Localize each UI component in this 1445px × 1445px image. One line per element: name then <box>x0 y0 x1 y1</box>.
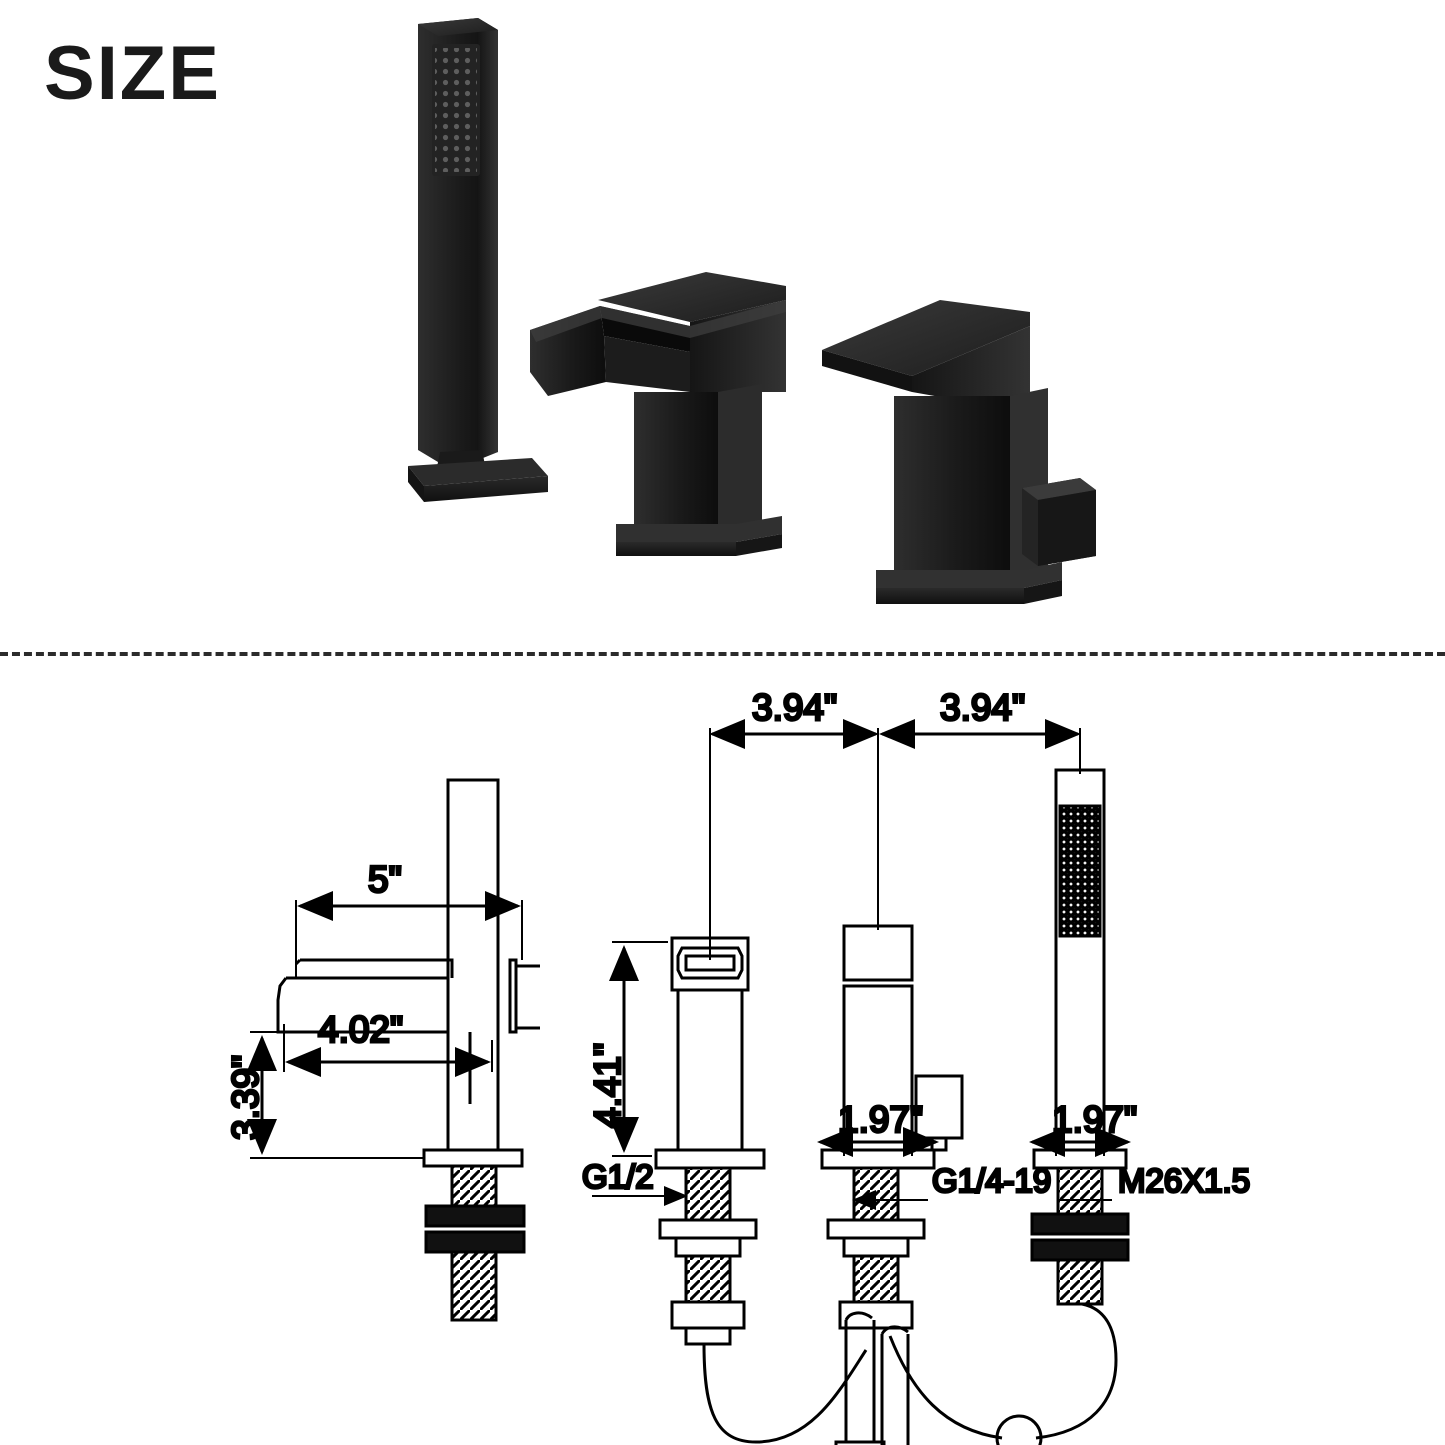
dimension-sprayer-width: 1.97" <box>1029 1098 1139 1157</box>
thread-callout-valve-outlet: G1/4-19 <box>852 1161 1053 1210</box>
technical-drawing-panel: 5" 4.02" 3.39" <box>0 660 1445 1445</box>
thread-callout-sprayer-mount: M26X1.5 <box>1058 1161 1252 1201</box>
dimension-spout-height: 3.39" <box>224 1031 424 1159</box>
dimension-label-spout-height: 3.39" <box>225 1055 266 1140</box>
dimension-spout-reach: 4.02" <box>283 1008 493 1077</box>
dimension-label-sprayer-width: 1.97" <box>1052 1099 1137 1140</box>
dimension-spout-width: 5" <box>295 858 523 978</box>
dimension-spread-left: 3.94" <box>709 686 879 960</box>
dimension-label-valve-width: 1.97" <box>838 1099 923 1140</box>
section-divider <box>0 652 1445 656</box>
photo-handheld-sprayer <box>408 18 548 502</box>
dimension-spread-right: 3.94" <box>879 686 1081 774</box>
page-title: SIZE <box>44 31 221 116</box>
dimension-label-spout-reach: 4.02" <box>318 1009 403 1050</box>
photo-waterfall-spout <box>530 272 786 556</box>
dimension-label-spread-right: 3.94" <box>940 687 1025 728</box>
thread-label-g12: G1/2 <box>582 1158 654 1195</box>
view-mixer-handle <box>654 936 766 1346</box>
dimension-label-spout-width: 5" <box>368 859 402 900</box>
dimension-label-handle-height: 4.41" <box>587 1043 628 1128</box>
thread-label-m26: M26X1.5 <box>1118 1162 1250 1199</box>
dimension-label-spread-left: 3.94" <box>752 687 837 728</box>
dimension-valve-width: 1.97" <box>817 1098 939 1157</box>
dimension-handle-height: 4.41" <box>586 941 668 1157</box>
photo-mixer-handle-valve <box>822 300 1096 604</box>
thread-callout-handle-inlet: G1/2 <box>581 1157 688 1206</box>
view-handheld-sprayer <box>1030 768 1130 1306</box>
hose-assembly <box>702 1302 1118 1445</box>
thread-label-g1419: G1/4-19 <box>932 1162 1051 1199</box>
view-waterfall-spout <box>276 778 540 1322</box>
product-photo-panel <box>0 0 1445 658</box>
